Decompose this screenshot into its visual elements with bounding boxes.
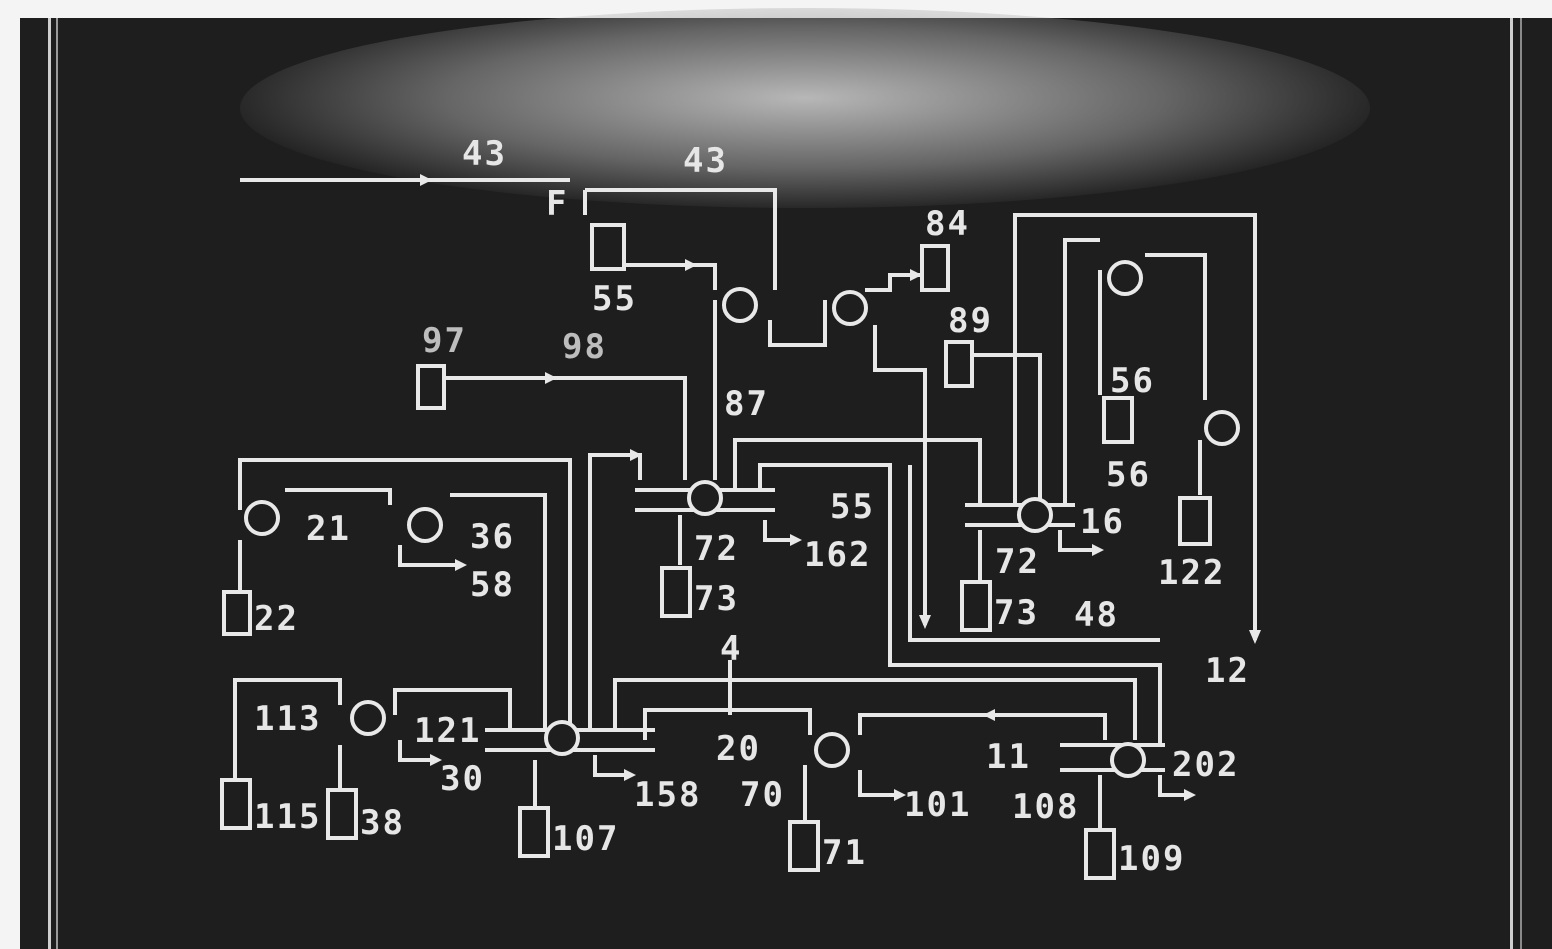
tank-107	[520, 808, 548, 856]
outlet-158	[595, 755, 628, 775]
tank-71	[790, 822, 818, 870]
tank-97	[418, 366, 444, 408]
tank-55	[592, 225, 624, 269]
label-21: 21	[306, 509, 351, 549]
label-108: 108	[1012, 787, 1079, 827]
label-115: 115	[254, 797, 321, 837]
pump-bottom-202	[1112, 744, 1144, 776]
label-162: 162	[804, 535, 871, 575]
arrow-head	[455, 559, 467, 571]
tank-122	[1180, 498, 1210, 544]
pump-top-out	[770, 300, 825, 345]
label-48: 48	[1074, 595, 1119, 635]
tank-22	[224, 592, 250, 634]
tank-89	[946, 342, 972, 386]
tank-115	[222, 780, 250, 828]
left-loop-21	[285, 490, 390, 505]
pump2-down	[875, 325, 925, 625]
label-87: 87	[724, 384, 769, 424]
line-97	[445, 378, 685, 480]
right-loop-inner	[1065, 240, 1100, 505]
label-71: 71	[822, 833, 867, 873]
label-122: 122	[1158, 553, 1225, 593]
label-55-top: 55	[592, 279, 637, 319]
arrow-head	[919, 615, 931, 629]
label-121: 121	[414, 711, 481, 751]
label-F: F	[546, 184, 568, 224]
label-89: 89	[948, 301, 993, 341]
pump-right-top	[1109, 262, 1141, 294]
label-43-right: 43	[683, 141, 728, 181]
pump-left-21	[246, 502, 278, 534]
label-22: 22	[254, 599, 299, 639]
outlet-101	[860, 770, 898, 795]
arrow-head	[685, 259, 697, 271]
pump-left-36	[409, 509, 441, 541]
pump-bottom-main	[546, 722, 578, 754]
labels: 43 43 F 55 84 89 97 98 87 56 56 21 36 58…	[254, 134, 1250, 879]
tank-109	[1086, 830, 1114, 878]
tank-73-center	[662, 568, 690, 616]
label-55-center: 55	[830, 487, 875, 527]
tank-56	[1104, 398, 1132, 442]
arrow-head	[1249, 630, 1261, 644]
tank-84	[922, 246, 948, 290]
label-158: 158	[634, 775, 701, 815]
bottom-11	[860, 715, 1105, 740]
arrow-head	[1092, 544, 1104, 556]
pump-bottom-70	[816, 734, 848, 766]
pump-right-16	[1019, 499, 1051, 531]
tank-38	[328, 790, 356, 838]
label-43-left: 43	[462, 134, 507, 174]
label-58: 58	[470, 565, 515, 605]
label-4: 4	[720, 629, 742, 669]
label-56-bottom: 56	[1106, 455, 1151, 495]
label-38: 38	[360, 803, 405, 843]
label-11: 11	[986, 737, 1031, 777]
label-202: 202	[1172, 745, 1239, 785]
pump-right-mid	[1206, 412, 1238, 444]
pump-center	[689, 482, 721, 514]
label-109: 109	[1118, 839, 1185, 879]
arrow-head	[420, 174, 432, 186]
arrow-head	[545, 372, 557, 384]
label-16: 16	[1080, 502, 1125, 542]
pump-bottom-113	[352, 702, 384, 734]
label-36: 36	[470, 517, 515, 557]
label-72-center: 72	[694, 529, 739, 569]
label-73-right: 73	[994, 593, 1039, 633]
label-97: 97	[422, 321, 467, 361]
label-12: 12	[1205, 651, 1250, 691]
line-55-pump	[625, 265, 715, 290]
outlet-58	[400, 545, 460, 565]
label-107: 107	[552, 819, 619, 859]
tank-73-right	[962, 582, 990, 630]
label-30: 30	[440, 759, 485, 799]
label-72-right: 72	[995, 542, 1040, 582]
label-70: 70	[740, 775, 785, 815]
label-98: 98	[562, 327, 607, 367]
pump-top-right	[834, 292, 866, 324]
label-20: 20	[716, 729, 761, 769]
label-84: 84	[925, 204, 970, 244]
pump-top-left	[724, 289, 756, 321]
label-73-center: 73	[694, 579, 739, 619]
label-56-top: 56	[1110, 361, 1155, 401]
arrow-head	[983, 709, 995, 721]
arrow-head	[790, 534, 802, 546]
label-101: 101	[904, 785, 971, 825]
label-113: 113	[254, 699, 321, 739]
arrow-head	[1184, 789, 1196, 801]
